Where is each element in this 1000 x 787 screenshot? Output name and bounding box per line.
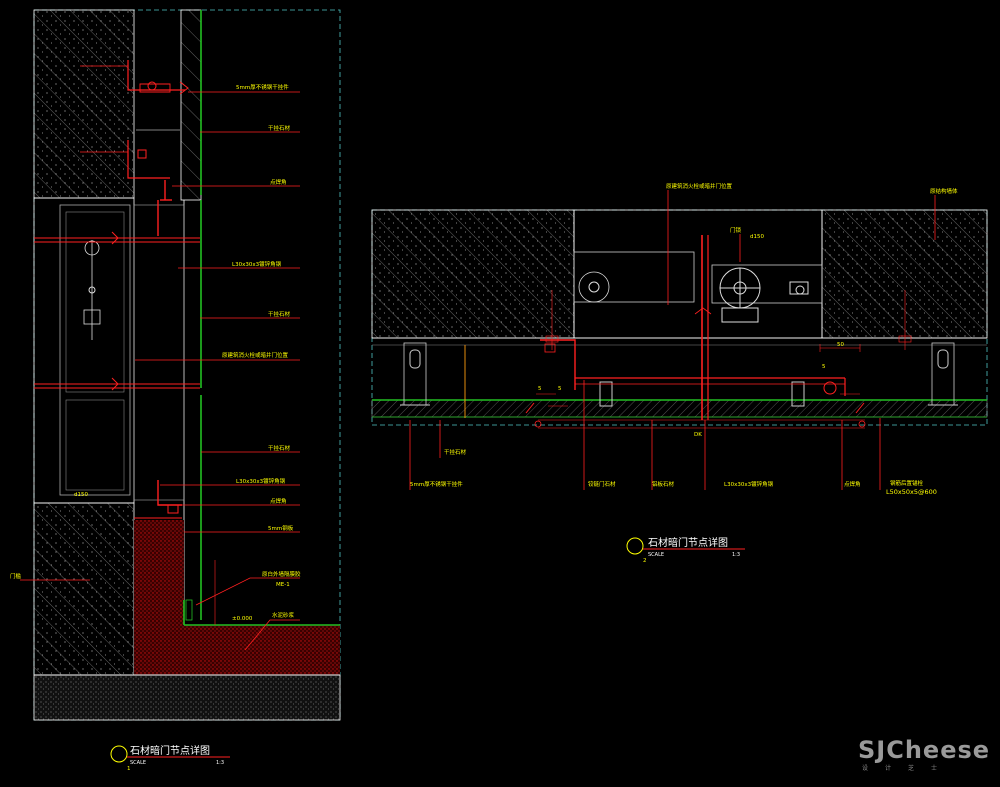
label-l5: 干挂石材	[268, 310, 291, 318]
label-l8: L30x30x3镀锌角钢	[236, 477, 286, 485]
label-l4: L30x30x3镀锌角钢	[232, 260, 282, 268]
left-scale-value: 1:3	[216, 760, 224, 766]
label-r10: 点焊角	[844, 480, 861, 488]
label-r3: 门锁	[730, 226, 742, 234]
label-r11: 钢筋后置锚栓	[890, 479, 924, 487]
label-l6: 原建筑消火栓或暗井门位置	[222, 351, 289, 359]
label-r12: L50x50x5@600	[886, 488, 937, 496]
dim-50: 50	[837, 342, 844, 348]
left-title-block: 石材暗门节点详图 SCALE 1:3 1	[110, 744, 230, 772]
label-l1: 5mm厚不锈钢干挂件	[236, 83, 289, 91]
hydrant-valve-icon	[83, 240, 101, 340]
concrete-base	[134, 520, 184, 675]
right-wall-strip	[180, 9, 202, 201]
label-r1: 原建筑消火栓或暗井门位置	[666, 182, 733, 190]
hydrant-wheel-icon	[719, 267, 761, 323]
watermark-brand: SJCheese	[858, 736, 990, 764]
label-r9: L30x30x3镀锌角钢	[724, 480, 774, 488]
hydrant-reel-icon	[578, 271, 610, 303]
right-number: 2	[643, 558, 647, 564]
label-l9: 点焊角	[270, 497, 287, 505]
bottom-bracket	[134, 480, 182, 519]
label-l11: 原白外墙隔膜胶	[262, 570, 301, 578]
dim-floor: ±0.000	[232, 616, 253, 622]
label-r8: 铝板石材	[652, 480, 675, 488]
right-title-block: 石材暗门节点详图 SCALE 1:3 2	[626, 536, 745, 564]
dim-5c: 5	[558, 386, 562, 392]
floor-slab	[33, 674, 341, 721]
right-plan-view: 原建筑消火栓或暗井门位置 原结构墙体 门锁 d150 5mm厚不锈钢干挂件 干挂…	[371, 182, 988, 564]
label-r7: 铰链门石材	[588, 480, 616, 488]
anchor-right	[928, 342, 958, 406]
left-scale-label: SCALE	[130, 760, 146, 766]
label-l14: 门槛	[10, 572, 22, 580]
label-l13: 水泥砂浆	[272, 611, 295, 619]
label-l7: 干挂石材	[268, 444, 291, 452]
hydrant-cabinet	[33, 197, 135, 504]
left-title: 石材暗门节点详图	[130, 744, 210, 757]
label-l2: 干挂石材	[268, 124, 291, 132]
watermark: SJCheese 设计芝士	[858, 736, 990, 772]
anchor-left	[400, 342, 430, 406]
top-bracket	[80, 60, 189, 236]
door-assembly	[525, 235, 912, 429]
label-l12: ME-1	[276, 582, 290, 588]
label-l3: 点焊角	[270, 178, 287, 186]
label-r4: d150	[750, 234, 764, 240]
label-r5: 5mm厚不锈钢干挂件	[410, 480, 463, 488]
right-scale-label: SCALE	[648, 552, 664, 558]
dim-5a: 5	[822, 364, 826, 370]
dim-total: DK	[694, 432, 702, 438]
dim-5b: 5	[538, 386, 542, 392]
label-r2: 原结构墙体	[930, 187, 958, 195]
right-title: 石材暗门节点详图	[648, 536, 728, 549]
label-l10: 5mm钢板	[268, 524, 294, 532]
watermark-sub: 设计芝士	[862, 764, 954, 772]
dim-width: d150	[74, 492, 88, 498]
label-r6: 干挂石材	[444, 448, 467, 456]
right-scale-value: 1:3	[732, 552, 740, 558]
left-number: 1	[127, 766, 131, 772]
left-section-view: 5mm厚不锈钢干挂件 干挂石材 点焊角 L30x30x3镀锌角钢 干挂石材 原建…	[10, 9, 341, 772]
